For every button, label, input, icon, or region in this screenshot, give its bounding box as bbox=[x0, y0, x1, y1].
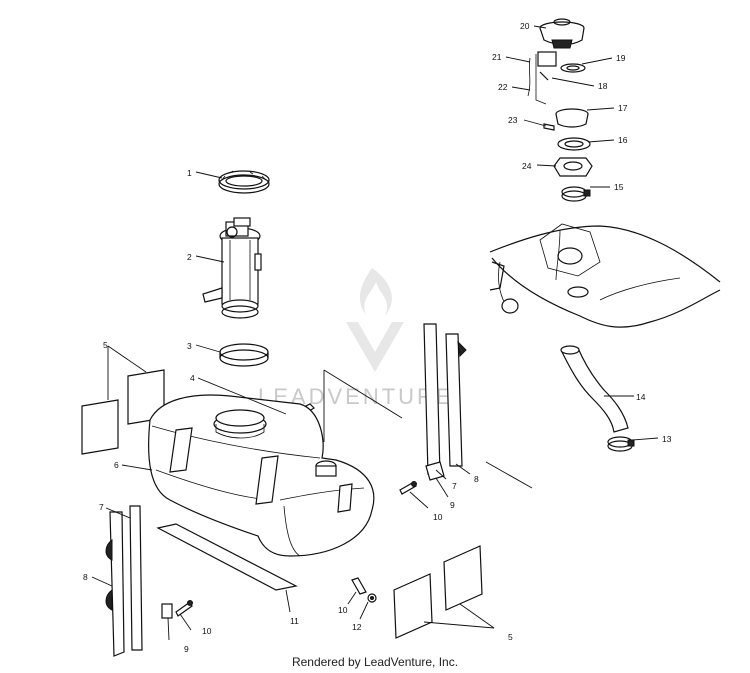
watermark-logo bbox=[346, 268, 404, 372]
part-14-hose bbox=[560, 345, 629, 433]
part-13-clamp bbox=[607, 436, 635, 452]
part-11-strip bbox=[156, 523, 298, 591]
leader-lines bbox=[91, 25, 659, 641]
callout-12: 12 bbox=[352, 622, 362, 632]
part-24-nut bbox=[553, 157, 593, 177]
callout-24: 24 bbox=[522, 161, 532, 171]
part-18-screw bbox=[539, 71, 549, 81]
part-2-fuel-pump bbox=[202, 217, 262, 319]
callout-3: 3 bbox=[187, 341, 192, 351]
callout-19: 19 bbox=[616, 53, 626, 63]
callout-6: 6 bbox=[114, 460, 119, 470]
callout-16: 16 bbox=[618, 135, 628, 145]
callout-9-left: 9 bbox=[184, 644, 189, 654]
callout-4: 4 bbox=[190, 373, 195, 383]
part-17-filler-neck bbox=[555, 108, 589, 128]
part-15-clamp bbox=[561, 186, 591, 202]
callout-8-left: 8 bbox=[83, 572, 88, 582]
callout-5-left: 5 bbox=[103, 340, 108, 350]
callout-2: 2 bbox=[187, 252, 192, 262]
callout-8-right: 8 bbox=[474, 474, 479, 484]
callout-1: 1 bbox=[187, 168, 192, 178]
part-6-fuel-tank bbox=[148, 394, 375, 557]
callout-7-left: 7 bbox=[99, 502, 104, 512]
callout-22: 22 bbox=[498, 82, 508, 92]
callout-13: 13 bbox=[662, 434, 672, 444]
callout-20: 20 bbox=[520, 21, 530, 31]
callout-18: 18 bbox=[598, 81, 608, 91]
callout-15: 15 bbox=[614, 182, 624, 192]
part-9-10-fastener-left bbox=[161, 600, 193, 619]
callout-17: 17 bbox=[618, 103, 628, 113]
callout-10-mid: 10 bbox=[338, 605, 348, 615]
callout-5-right: 5 bbox=[508, 632, 513, 642]
callout-21: 21 bbox=[492, 52, 502, 62]
callout-10-right: 10 bbox=[433, 512, 443, 522]
part-9-10-fastener-right bbox=[399, 461, 445, 495]
callout-9-right: 9 bbox=[450, 500, 455, 510]
callout-numbers: 1 2 3 4 5 6 7 8 9 10 11 10 12 5 10 9 7 8… bbox=[83, 21, 672, 654]
vehicle-body-frame bbox=[489, 223, 721, 328]
callout-14: 14 bbox=[636, 392, 646, 402]
part-10-12-fastener-mid bbox=[351, 577, 377, 603]
part-21-22-tether bbox=[527, 51, 557, 105]
part-5-pad-right bbox=[393, 545, 483, 639]
callout-11: 11 bbox=[290, 616, 299, 626]
part-16-seal bbox=[557, 137, 591, 151]
callout-23: 23 bbox=[508, 115, 518, 125]
part-1-lock-ring bbox=[218, 170, 270, 194]
reference-lines bbox=[323, 369, 533, 489]
callout-7-right: 7 bbox=[452, 481, 457, 491]
part-19-gasket bbox=[560, 63, 586, 73]
part-7-8-bracket-right bbox=[423, 323, 467, 475]
part-5-pad-left bbox=[81, 369, 165, 455]
part-20-fuel-cap bbox=[539, 18, 585, 49]
part-7-8-bracket-left bbox=[105, 505, 143, 657]
callout-10-left: 10 bbox=[202, 626, 212, 636]
part-23-screw bbox=[543, 123, 555, 131]
footer-credit: Rendered by LeadVenture, Inc. bbox=[291, 655, 459, 669]
part-3-gasket bbox=[219, 343, 269, 367]
